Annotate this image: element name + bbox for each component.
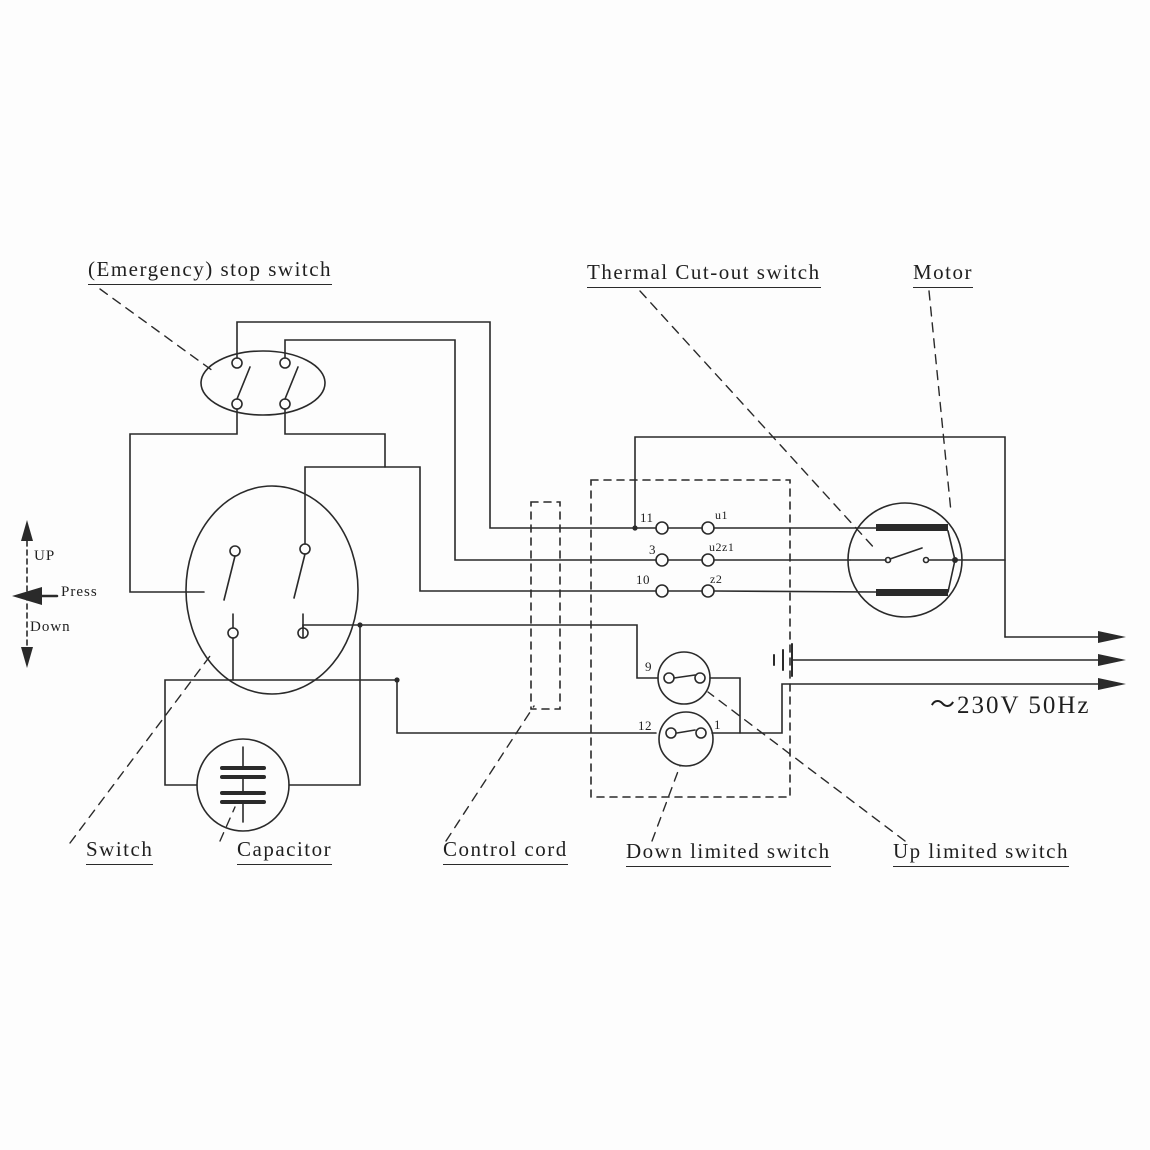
wire-label-z2: z2 [710,572,723,586]
label-control-cord: Control cord [443,837,568,866]
label-emergency-stop-switch: (Emergency) stop switch [88,257,333,286]
label-down-limited-switch: Down limited switch [626,839,831,868]
motor-winding [876,524,948,531]
motor-winding [876,589,948,596]
motor-symbol [847,502,1006,618]
control-cord-box [530,501,561,710]
label-capacitor: Capacitor [237,837,333,866]
ground-icon [773,643,793,677]
label-switch: Switch [86,837,154,866]
direction-indicator [12,520,59,668]
terminal-row-10 [655,584,715,598]
leader-lines [69,288,952,844]
supply-arrow-icon [1098,678,1126,690]
terminal-number-12: 12 [638,718,652,733]
supply-arrow-icon [1098,654,1126,666]
circuit-wires [129,321,1006,786]
up-limit-switch-symbol [657,651,711,705]
capacitor-symbol [196,738,290,832]
label-up-direction: UP [34,548,56,564]
label-down-direction: Down [30,619,71,635]
wire-label-u2z1: u2z1 [709,540,735,554]
terminal-number-11: 11 [640,510,654,525]
terminal-row-3 [655,553,715,567]
supply-arrow-icon [1098,631,1126,643]
press-arrow-icon [12,587,42,605]
stop-switch-symbol [200,350,326,416]
label-power-rating: ～230V 50Hz [930,692,1091,719]
up-arrow-icon [21,520,33,541]
wire-label-u1: u1 [715,508,728,522]
down-arrow-icon [21,647,33,668]
main-switch-symbol [185,485,359,695]
limit-switch-box [590,479,791,798]
terminal-number-10: 10 [636,572,650,587]
terminal-number-9: 9 [645,659,652,674]
terminal-number-1: 1 [714,717,721,732]
label-press: Press [61,584,98,600]
terminal-row-11 [655,521,715,535]
power-supply-lines [711,631,1126,734]
label-up-limited-switch: Up limited switch [893,839,1069,868]
down-limit-switch-symbol [658,711,714,767]
label-thermal-cutout-switch: Thermal Cut-out switch [587,260,821,289]
terminal-number-3: 3 [649,542,656,557]
label-motor: Motor [913,260,973,289]
